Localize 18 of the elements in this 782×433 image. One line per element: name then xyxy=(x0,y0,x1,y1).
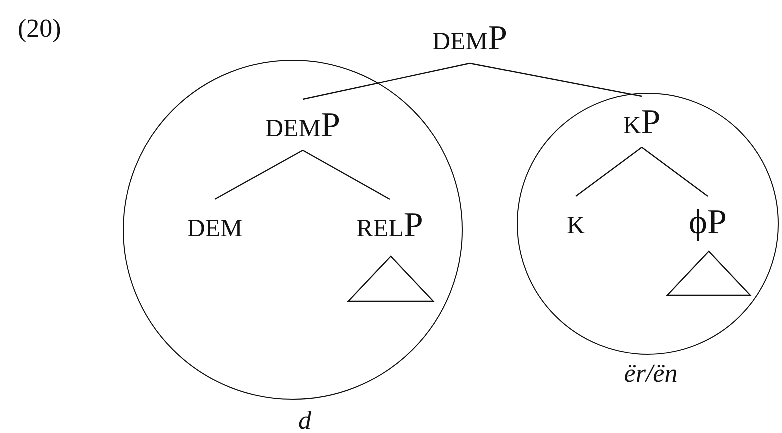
tree-node-label: dem xyxy=(183,200,247,250)
tree-branch xyxy=(302,150,390,200)
circle-caption: d xyxy=(298,406,312,433)
tree-branch xyxy=(642,147,708,197)
circle-caption: ër/ën xyxy=(624,359,678,389)
subtree-triangle xyxy=(348,256,434,302)
tree-branch xyxy=(576,147,642,197)
tree-branch xyxy=(302,62,470,100)
tree-node-label: ϕP xyxy=(685,196,731,248)
tree-node-label: relP xyxy=(352,200,428,250)
tree-node-label: demP xyxy=(428,12,512,64)
example-number: (20) xyxy=(18,14,62,44)
tree-branch xyxy=(470,62,642,98)
tree-node-label: kP xyxy=(619,96,665,148)
tree-node-label: demP xyxy=(261,100,345,150)
tree-node-label: k xyxy=(562,196,590,248)
tree-branch xyxy=(214,150,304,200)
subtree-triangle xyxy=(667,251,751,296)
